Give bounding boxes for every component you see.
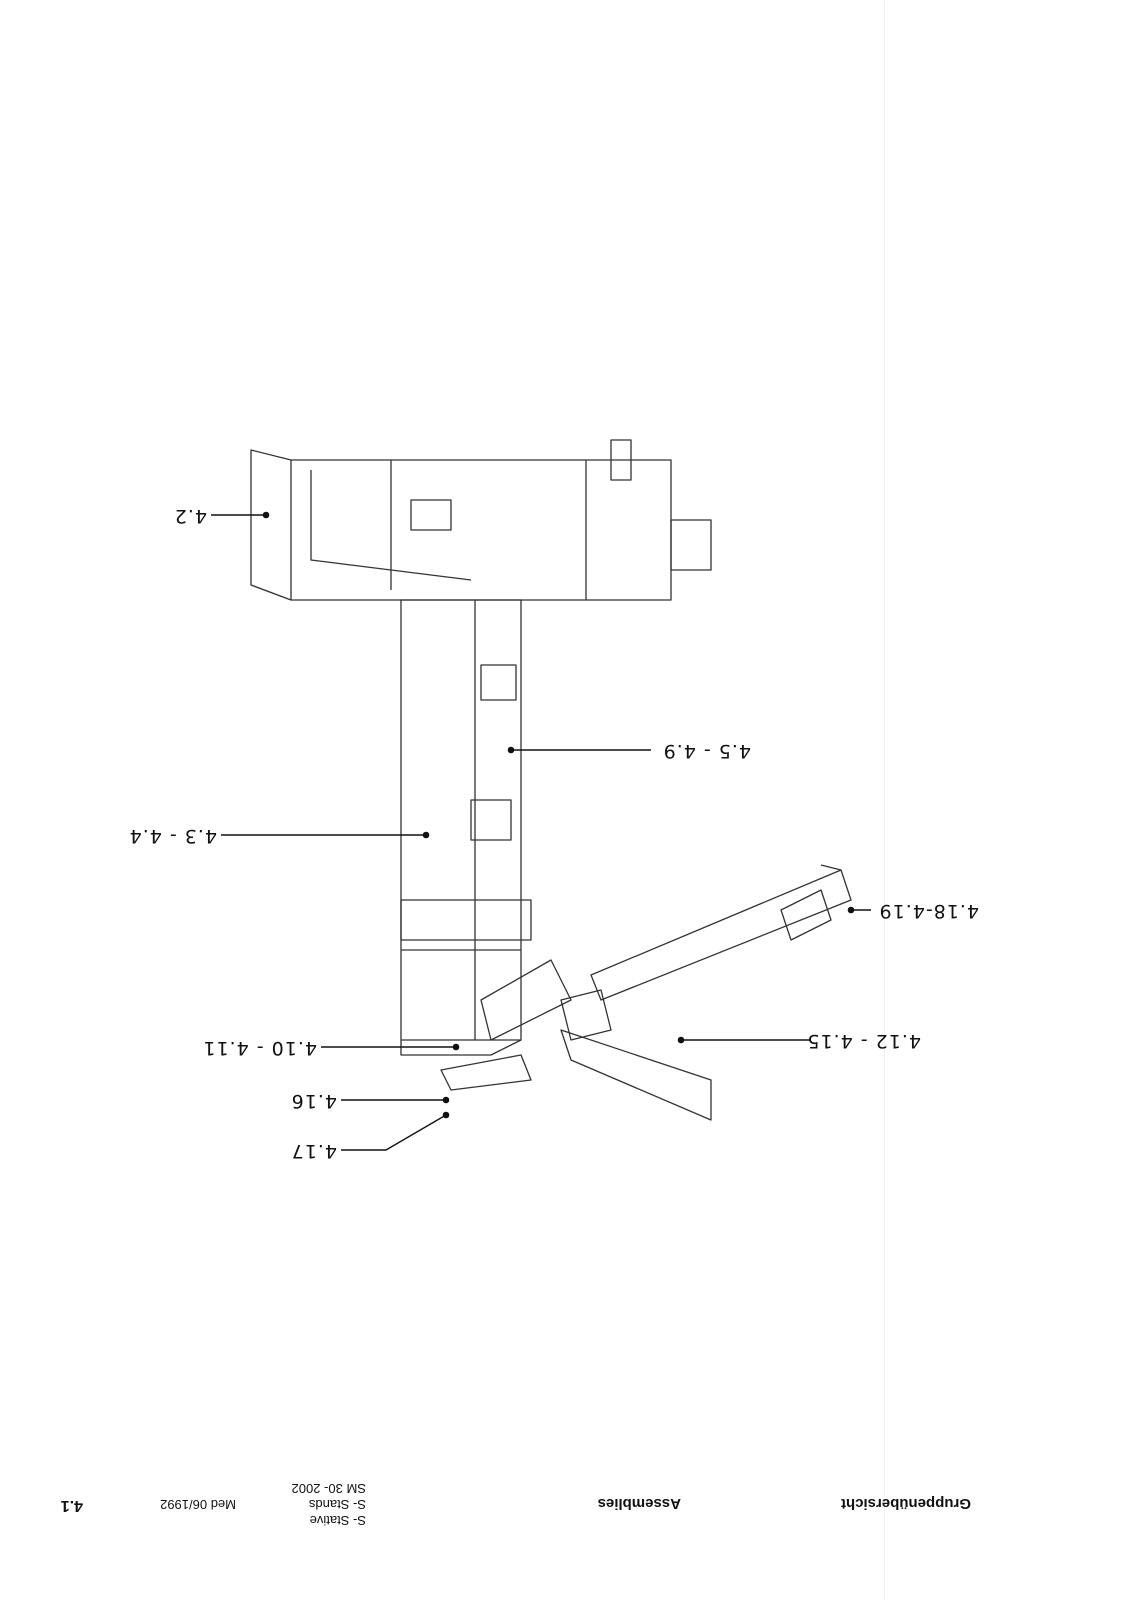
- callout-label: 4.2: [173, 505, 207, 527]
- callout-label: 4.18-4.19: [878, 900, 979, 922]
- footer-title-english: Assemblies: [597, 1495, 681, 1512]
- callout-label: 4.16: [290, 1090, 337, 1112]
- leader-line-c1: [211, 511, 270, 519]
- callout-label: 4.17: [290, 1140, 337, 1162]
- stand-base-feet: [250, 439, 712, 601]
- stand-extension-arm: [560, 864, 852, 1041]
- leader-line-c3: [221, 831, 430, 839]
- callout-label: 4.5 - 4.9: [662, 740, 751, 762]
- leader-line-c5: [321, 1043, 460, 1051]
- footer-model-line: SM 30- 2002: [291, 1481, 366, 1496]
- footer-model-line: S- Stands: [308, 1497, 366, 1512]
- stand-column: [400, 599, 532, 1056]
- leader-line-c8: [341, 1111, 450, 1151]
- callout-label: 4.3 - 4.4: [128, 825, 217, 847]
- leader-line-c4: [847, 906, 871, 914]
- callout-label: 4.10 - 4.11: [202, 1037, 317, 1059]
- footer-title-german: Gruppenübersicht: [840, 1495, 971, 1512]
- leader-line-c2: [507, 746, 651, 754]
- page-number: 4.1: [60, 1497, 83, 1514]
- leader-line-c6: [677, 1036, 811, 1044]
- leader-line-c7: [341, 1096, 450, 1104]
- footer-edition: Med 06/1992: [160, 1497, 236, 1512]
- stand-carrier-arm: [440, 959, 712, 1121]
- callout-label: 4.12 - 4.15: [806, 1030, 921, 1052]
- footer-model-line: S- Stative: [309, 1513, 366, 1528]
